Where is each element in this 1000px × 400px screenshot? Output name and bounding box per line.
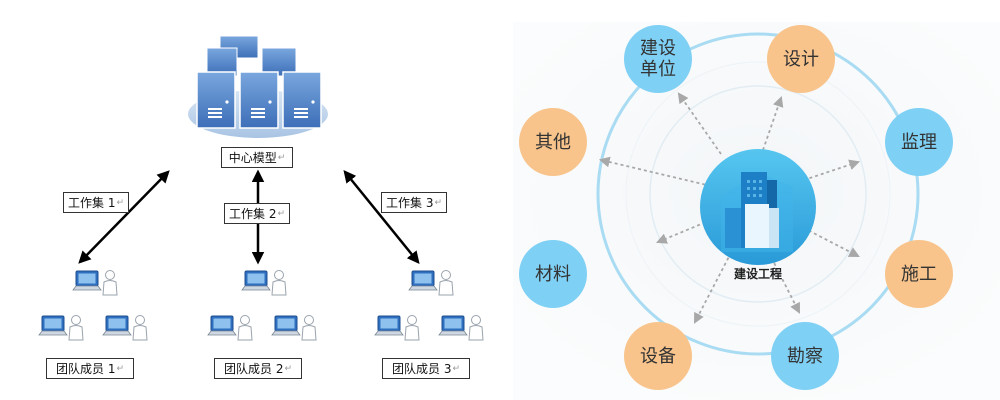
outer-ring (596, 32, 920, 356)
center-model-label: 中心模型↵ (221, 147, 293, 168)
node-other: 其他 (519, 108, 587, 176)
team-member-icon (374, 315, 420, 341)
center-label: 建设工程 (733, 267, 782, 281)
team-member-icon (241, 270, 287, 296)
construction-project-diagram: 建设工程 建设 单位 设计 监理 施工 勘察 设备 材料 其他 (513, 22, 1000, 400)
node-design: 设计 (767, 25, 835, 93)
collaboration-diagram: 中心模型↵ 工作集 1↵ 工作集 2↵ 工作集 3↵ 团队成员 1↵ 团队成员 … (38, 35, 484, 379)
team-1-label: 团队成员 1↵ (46, 358, 134, 379)
server-cluster-icon (188, 35, 328, 138)
node-construction: 施工 (885, 240, 953, 308)
team-member-icon (438, 315, 484, 341)
team-2-label: 团队成员 2↵ (214, 358, 302, 379)
workset-1-label: 工作集 1↵ (63, 192, 129, 213)
team-member-icon (207, 315, 253, 341)
node-client: 建设 单位 (624, 25, 692, 93)
workset-2-label: 工作集 2↵ (224, 203, 290, 224)
arrow-workset-1 (78, 170, 170, 264)
collaboration-arrows (38, 35, 484, 341)
team-member-icons (38, 270, 484, 341)
team-member-icon (72, 270, 118, 296)
team-member-icon (38, 315, 84, 341)
workset-3-label: 工作集 3↵ (381, 192, 447, 213)
building-icon (700, 149, 816, 265)
team-3-label: 团队成员 3↵ (382, 358, 470, 379)
team-member-icon (271, 315, 317, 341)
team-member-icon (408, 270, 454, 296)
node-equipment: 设备 (624, 322, 692, 390)
node-supervision: 监理 (885, 108, 953, 176)
arrow-workset-3 (343, 170, 420, 264)
node-survey: 勘察 (771, 322, 839, 390)
project-ring-graphic (513, 22, 1000, 400)
team-member-icon (102, 315, 148, 341)
node-materials: 材料 (519, 240, 587, 308)
